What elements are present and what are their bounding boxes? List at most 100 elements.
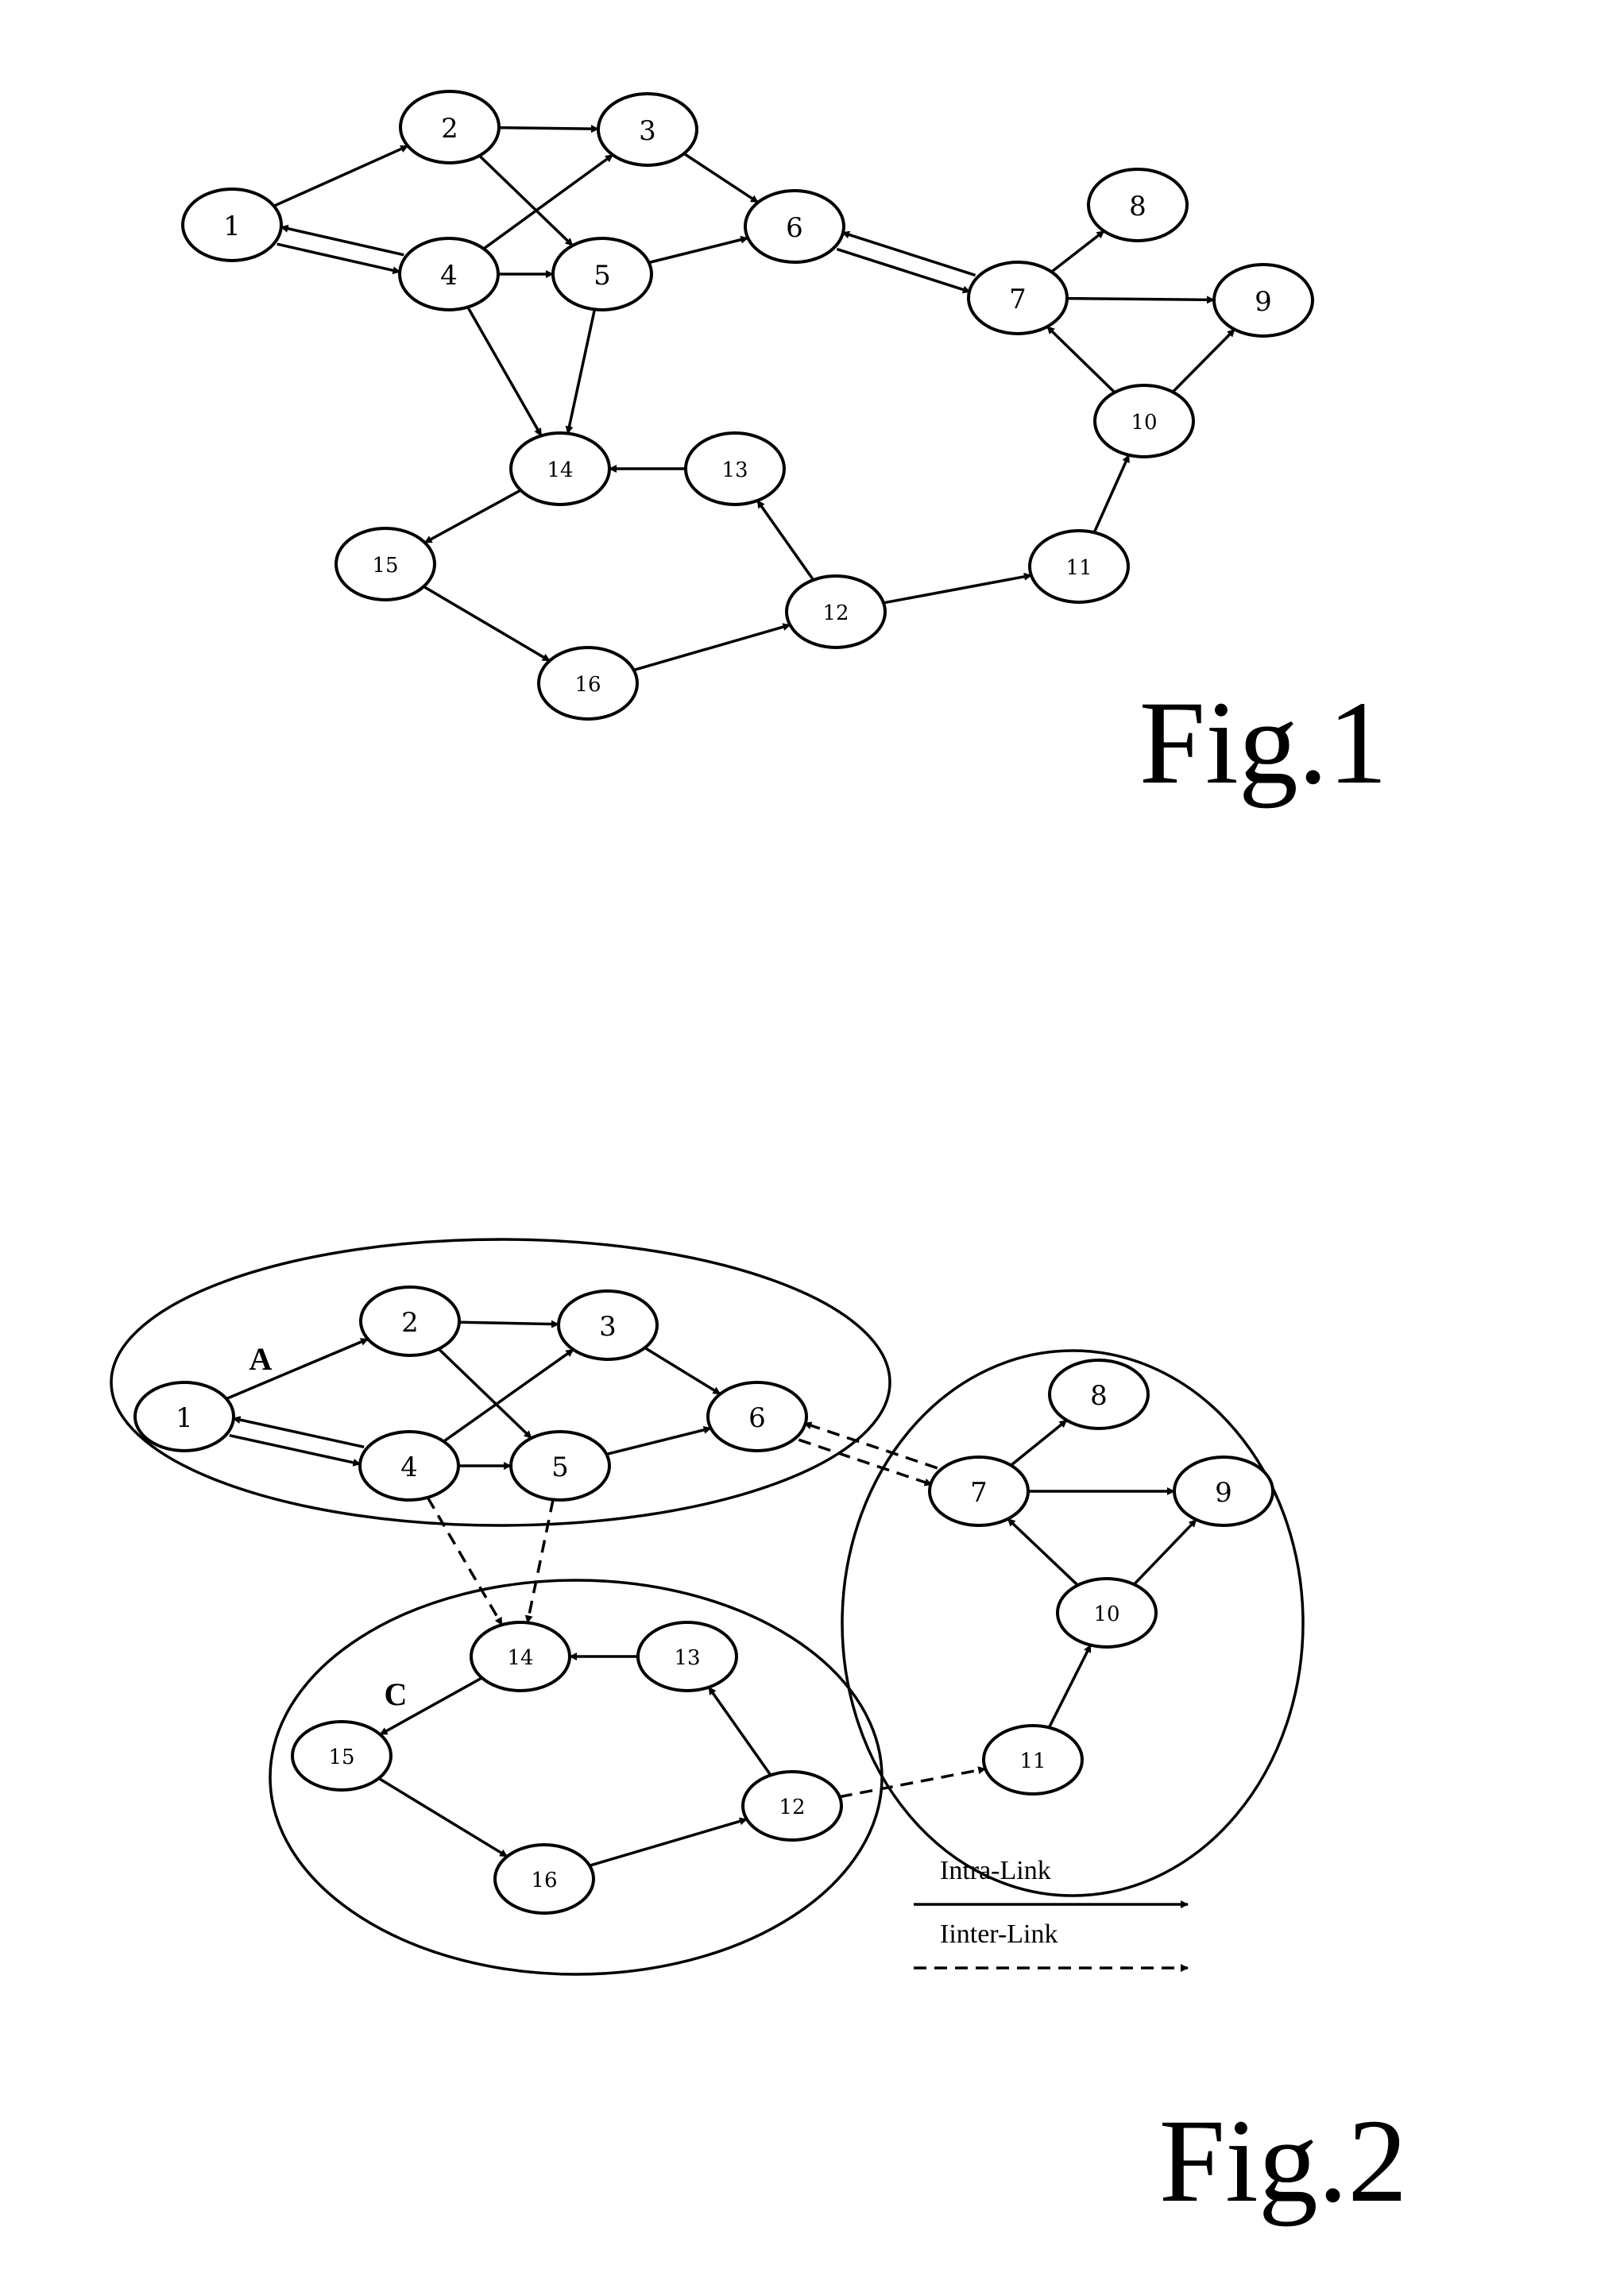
fig1-node-12: 12 — [787, 576, 885, 648]
fig1-node-10: 10 — [1095, 385, 1193, 457]
fig2-intra-edge-1-to-2 — [226, 1339, 368, 1398]
fig1-edge-12-to-13 — [757, 501, 813, 580]
fig2-node-13: 13 — [638, 1622, 737, 1691]
fig2-node-1: 1 — [135, 1382, 234, 1451]
fig2-node-9: 9 — [1174, 1457, 1273, 1525]
fig2-node-7-label: 7 — [970, 1477, 988, 1509]
figure-2-graph: A C 12345678910111213141516 — [111, 1239, 1303, 1974]
fig1-node-2: 2 — [400, 91, 499, 163]
fig1-node-14: 14 — [511, 433, 609, 504]
fig1-node-8: 8 — [1088, 169, 1187, 241]
fig1-edge-11-to-10 — [1094, 455, 1129, 532]
fig1-edge-10-to-7 — [1047, 327, 1115, 392]
fig1-node-3-label: 3 — [639, 115, 656, 147]
fig1-edge-4-to-3 — [484, 155, 613, 249]
fig1-node-4: 4 — [400, 238, 498, 310]
fig2-node-8: 8 — [1050, 1360, 1148, 1428]
fig1-edge-4-to-14 — [468, 307, 541, 436]
cluster-c-label: C — [385, 1676, 408, 1712]
fig1-edge-2-to-5 — [479, 156, 572, 245]
fig1-node-5: 5 — [553, 238, 652, 310]
fig2-node-6-label: 6 — [748, 1402, 766, 1434]
fig1-node-16: 16 — [539, 648, 637, 719]
fig1-edge-12-to-11 — [884, 575, 1031, 603]
fig1-node-11: 11 — [1030, 531, 1128, 602]
fig2-intra-edge-2-to-3 — [459, 1322, 559, 1324]
fig2-node-16: 16 — [495, 1845, 594, 1913]
figure-1-nodes: 12345678910111213141516 — [183, 91, 1313, 719]
fig1-edge-5-to-14 — [568, 310, 595, 434]
figure-2-nodes: 12345678910111213141516 — [135, 1287, 1273, 1913]
figure-2-caption: Fig.2 — [1159, 2095, 1408, 2227]
fig1-node-3: 3 — [598, 94, 697, 165]
fig1-edge-16-to-12 — [634, 625, 791, 671]
fig2-intra-edge-4-to-3 — [443, 1350, 573, 1442]
fig2-inter-edge-12-to-11 — [840, 1769, 985, 1796]
fig1-edge-7-to-6 — [842, 233, 976, 276]
legend-inter-link-label: Iinter-Link — [940, 1919, 1058, 1949]
fig2-node-5-label: 5 — [551, 1452, 569, 1483]
fig2-node-10: 10 — [1058, 1579, 1156, 1647]
fig2-node-15-label: 15 — [328, 1745, 354, 1769]
fig2-node-8-label: 8 — [1090, 1380, 1108, 1412]
fig1-node-9: 9 — [1214, 265, 1313, 336]
fig1-node-15-label: 15 — [372, 554, 398, 578]
fig2-node-12: 12 — [743, 1772, 841, 1840]
fig1-node-11-label: 11 — [1065, 556, 1092, 580]
figure-1-caption: Fig.1 — [1139, 677, 1388, 809]
fig1-node-6: 6 — [745, 191, 844, 262]
fig2-intra-edge-10-to-9 — [1134, 1520, 1196, 1584]
fig1-node-1: 1 — [183, 189, 281, 261]
fig2-intra-edge-4-to-1 — [234, 1418, 365, 1447]
fig2-node-11: 11 — [984, 1726, 1082, 1794]
fig2-node-3: 3 — [559, 1291, 657, 1359]
fig1-node-10-label: 10 — [1131, 411, 1157, 435]
fig2-inter-edge-4-to-14 — [427, 1498, 501, 1625]
fig2-node-9-label: 9 — [1215, 1477, 1232, 1509]
fig1-edge-10-to-9 — [1173, 330, 1235, 392]
fig1-node-6-label: 6 — [786, 212, 803, 244]
fig1-node-13: 13 — [686, 433, 784, 504]
fig1-node-9-label: 9 — [1255, 286, 1272, 318]
fig1-edge-3-to-6 — [684, 153, 758, 202]
fig1-node-2-label: 2 — [441, 113, 458, 145]
fig2-node-6: 6 — [708, 1382, 806, 1451]
fig1-edge-5-to-6 — [649, 238, 748, 263]
fig2-intra-edge-1-to-4 — [230, 1436, 361, 1464]
fig2-node-12-label: 12 — [779, 1796, 805, 1819]
fig2-intra-edge-7-to-8 — [1011, 1421, 1066, 1466]
cluster-a-label: A — [249, 1341, 273, 1377]
fig2-node-2-label: 2 — [401, 1307, 419, 1339]
fig1-node-8-label: 8 — [1129, 191, 1146, 222]
fig1-node-15: 15 — [336, 528, 435, 600]
fig2-node-16-label: 16 — [531, 1869, 557, 1892]
fig1-edge-7-to-8 — [1051, 231, 1104, 272]
fig1-edge-1-to-4 — [277, 244, 400, 272]
fig1-edge-6-to-7 — [837, 249, 970, 292]
fig1-node-12-label: 12 — [822, 601, 849, 625]
cluster-a-boundary — [111, 1239, 890, 1525]
fig2-intra-edge-16-to-12 — [590, 1819, 747, 1865]
fig1-edge-15-to-16 — [423, 586, 550, 660]
fig2-intra-edge-11-to-10 — [1049, 1645, 1090, 1728]
fig1-edge-14-to-15 — [425, 490, 521, 543]
fig2-node-3-label: 3 — [599, 1311, 617, 1343]
fig2-node-4-label: 4 — [400, 1452, 418, 1483]
fig1-node-7-label: 7 — [1009, 284, 1027, 315]
fig1-node-1-label: 1 — [223, 211, 241, 242]
fig1-node-13-label: 13 — [721, 458, 748, 482]
fig2-node-4: 4 — [360, 1432, 458, 1500]
fig1-edge-2-to-3 — [499, 128, 598, 130]
fig2-intra-edge-15-to-16 — [379, 1778, 508, 1856]
fig2-node-2: 2 — [361, 1287, 459, 1355]
fig2-inter-edge-5-to-14 — [528, 1500, 553, 1623]
fig2-node-5: 5 — [511, 1432, 609, 1500]
legend: Intra-Link Iinter-Link — [914, 1856, 1188, 1968]
fig2-node-14-label: 14 — [507, 1646, 533, 1670]
fig2-node-15: 15 — [292, 1722, 391, 1790]
fig2-intra-edge-12-to-13 — [709, 1687, 771, 1776]
fig1-node-4-label: 4 — [440, 260, 458, 292]
fig2-intra-edge-5-to-6 — [606, 1428, 710, 1455]
fig2-node-14: 14 — [471, 1622, 570, 1691]
fig2-node-13-label: 13 — [674, 1646, 700, 1670]
